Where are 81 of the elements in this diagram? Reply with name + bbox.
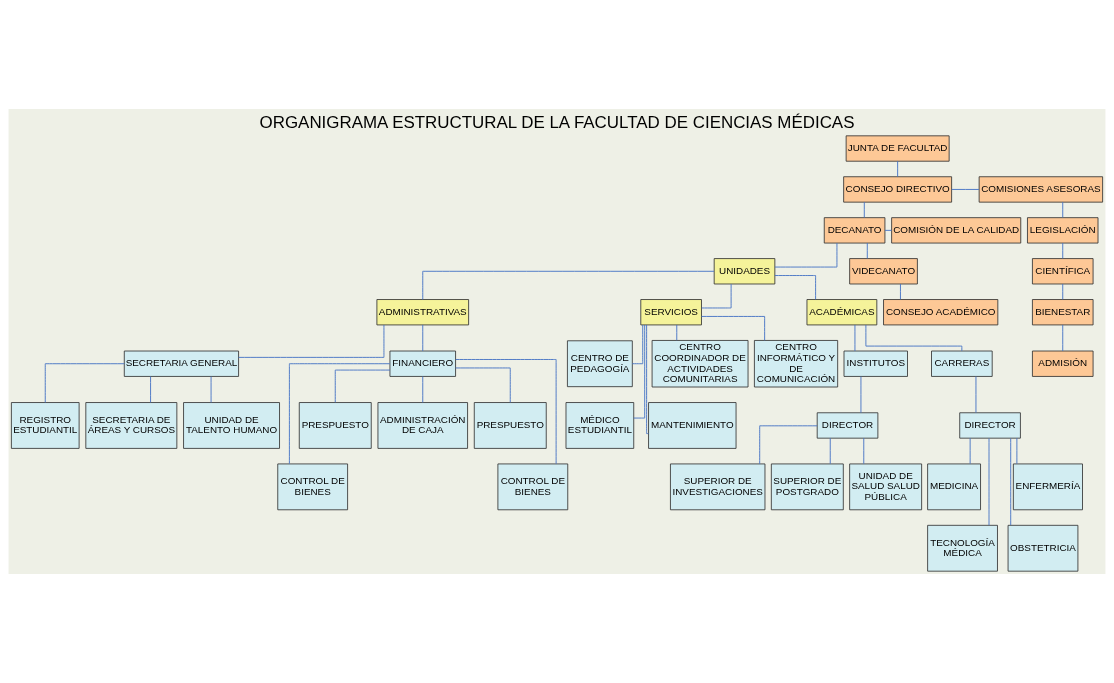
- node-box: SUPERIOR DE POSTGRADO: [770, 463, 844, 511]
- node-box: UNIDADES: [713, 258, 776, 285]
- node-box: DIRECTOR: [816, 412, 879, 439]
- node-box: SERVICIOS: [640, 299, 702, 326]
- node-box: COMISIÓN DE LA CALIDAD: [891, 217, 1022, 244]
- connector: [150, 376, 152, 403]
- connector: [854, 324, 856, 352]
- node-box: UNIDAD DE TALENTO HUMANO: [183, 402, 280, 449]
- node-box: ADMISIÓN: [1032, 350, 1094, 377]
- connector: [422, 376, 424, 403]
- node-box: SUPERIOR DE INVESTIGACIONES: [670, 463, 766, 511]
- node-box: REGISTRO ESTUDIANTIL: [10, 402, 80, 449]
- connector: [897, 160, 899, 178]
- connector: [44, 363, 125, 403]
- node-box: MANTENIMIENTO: [648, 402, 737, 449]
- connector: [969, 437, 971, 465]
- node-box: DIRECTOR: [959, 412, 1021, 439]
- connector: [988, 437, 990, 526]
- connector: [422, 270, 715, 300]
- connector: [860, 376, 862, 414]
- connector: [1062, 324, 1064, 352]
- connector: [829, 437, 831, 465]
- connector: [774, 242, 838, 268]
- connector: [334, 369, 391, 403]
- connector: [455, 367, 511, 403]
- connector: [676, 324, 678, 341]
- connector: [701, 283, 732, 309]
- connector: [1010, 437, 1012, 526]
- connector: [759, 425, 818, 465]
- connector: [633, 324, 646, 419]
- connector: [863, 201, 865, 218]
- node-box: CENTRO INFORMÁTICO Y DE COMUNICACIÓN: [753, 340, 839, 388]
- node-box: CONTROL DE BIENES: [497, 463, 569, 511]
- node-box: CENTRO DE PEDAGOGÍA: [567, 340, 633, 388]
- connector: [1016, 437, 1018, 465]
- node-box: FINANCIERO: [389, 350, 456, 377]
- node-box: UNIDAD DE SALUD SALUD PÚBLICA: [849, 463, 923, 511]
- node-box: OBSTETRICIA: [1007, 524, 1079, 572]
- node-box: ENFERMERÍA: [1012, 463, 1083, 511]
- node-box: CONTROL DE BIENES: [277, 463, 349, 511]
- node-box: VIDECANATO: [849, 258, 918, 285]
- connector: [863, 437, 865, 465]
- connector: [1062, 201, 1064, 218]
- node-box: CIENTÍFICA: [1032, 258, 1094, 285]
- node-box: MEDICINA: [927, 463, 981, 511]
- node-box: CONSEJO DIRECTIVO: [843, 176, 953, 203]
- node-box: MÉDICO ESTUDIANTIL: [565, 402, 635, 449]
- node-box: CENTRO COORDINADOR DE ACTIVIDADES COMUNITARIAS: [651, 340, 749, 388]
- node-box: TECNOLOGÍA MÉDICA: [927, 524, 998, 572]
- node-box: ACADÉMICAS: [806, 299, 878, 326]
- connector: [975, 376, 977, 414]
- node-box: SECRETARIA DE ÁREAS Y CURSOS: [85, 402, 178, 449]
- connector: [884, 229, 892, 231]
- node-box: JUNTA DE FACULTAD: [845, 135, 950, 162]
- node-box: ADMINISTRACIÓN DE CAJA: [377, 402, 468, 449]
- connector: [701, 316, 766, 341]
- connector: [866, 242, 868, 259]
- connector: [422, 324, 424, 352]
- node-box: CARRERAS: [931, 350, 993, 377]
- node-box: COMISIONES ASESORAS: [978, 176, 1104, 203]
- node-box: BIENESTAR: [1032, 299, 1094, 326]
- connector: [1062, 242, 1064, 259]
- node-box: DECANATO: [823, 217, 886, 244]
- connector: [1062, 283, 1064, 300]
- diagram-title: ORGANIGRAMA ESTRUCTURAL DE LA FACULTAD DE CIENCIAS MÉDICAS: [259, 113, 855, 133]
- connector: [900, 283, 901, 300]
- node-box: SECRETARIA GENERAL: [123, 350, 239, 377]
- connector: [774, 275, 817, 300]
- connector: [210, 376, 212, 403]
- connector: [288, 363, 391, 465]
- node-box: PRESPUESTO: [298, 402, 372, 449]
- node-box: PRESPUESTO: [473, 402, 547, 449]
- connector: [631, 324, 644, 365]
- connector: [455, 359, 557, 465]
- node-box: LEGISLACIÓN: [1027, 217, 1099, 244]
- connector: [238, 324, 385, 358]
- node-box: INSTITUTOS: [843, 350, 908, 377]
- connector: [646, 324, 649, 435]
- node-box: ADMINISTRATIVAS: [376, 299, 470, 326]
- connector: [951, 189, 980, 190]
- node-box: CONSEJO ACADÉMICO: [883, 299, 999, 326]
